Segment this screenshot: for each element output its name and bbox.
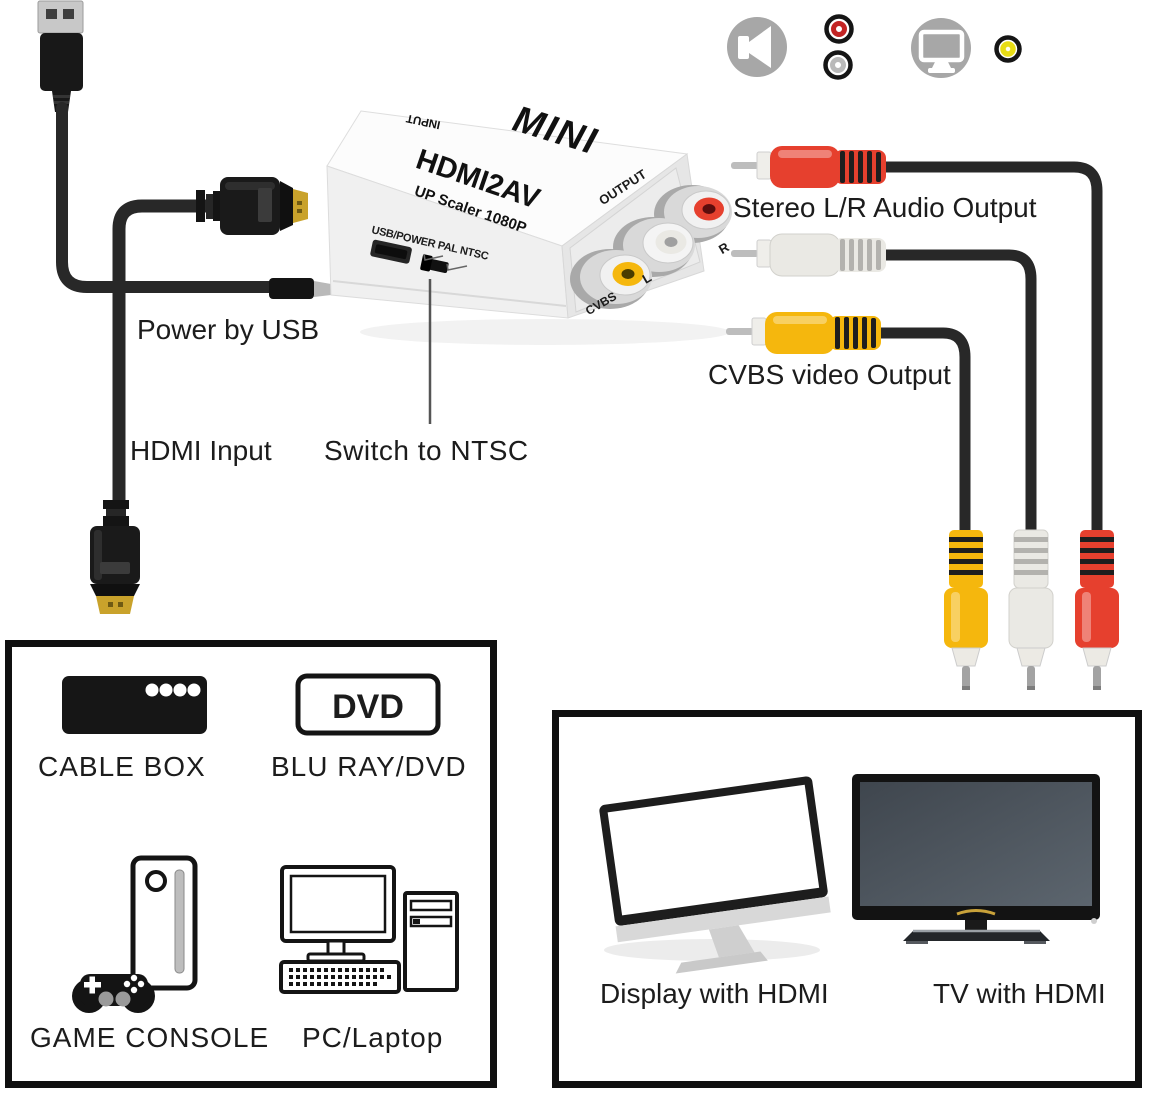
usb-power-port (370, 239, 412, 264)
power-callout: Power by USB (137, 314, 319, 345)
sources-panel-border (5, 640, 497, 1088)
game-console-label: GAME CONSOLE (30, 1022, 269, 1053)
usb-a-plug (37, 0, 84, 112)
dvd-badge-text: DVD (332, 688, 404, 726)
bluray-dvd-label: BLU RAY/DVD (271, 751, 467, 782)
yellow-cable (879, 327, 971, 532)
rca-plug-yellow (726, 312, 881, 354)
tv-hdmi-label: TV with HDMI (933, 978, 1106, 1009)
hdmi-plug-into-box (196, 177, 308, 235)
tv-icon (852, 774, 1100, 944)
monitor-icon (911, 18, 971, 78)
hdmi-plug-loose-end (90, 500, 140, 614)
rca-plug-yellow-end (944, 530, 988, 690)
rca-red-icon (824, 14, 854, 44)
displays-panel-border (552, 710, 1142, 1088)
rca-plug-red (731, 146, 886, 188)
displays-panel: Display with HDMI TV with HDMI (552, 710, 1142, 1088)
ntsc-switch-callout: Switch to NTSC (324, 435, 529, 466)
dvd-icon: DVD (295, 673, 441, 736)
switch-position-ticks (423, 253, 468, 271)
rca-plug-red-end (1075, 530, 1119, 690)
hdmi-gold-tip (293, 189, 308, 223)
red-cable (884, 161, 1103, 532)
rca-jack-video (570, 249, 652, 309)
cable-box-label: CABLE BOX (38, 751, 206, 782)
rca-white-icon (823, 50, 853, 80)
usb-plug-body (40, 33, 83, 91)
converter-box: INPUT MINI HDMI2AV UP Scaler 1080P USB/P… (326, 98, 732, 345)
speaker-icon (727, 17, 787, 77)
white-cable (884, 249, 1037, 532)
pc-laptop-label: PC/Laptop (302, 1022, 443, 1053)
display-icon (599, 776, 831, 974)
audio-output-callout: Stereo L/R Audio Output (733, 192, 1037, 223)
usb-metal-shell (37, 0, 84, 34)
rca-plug-white (731, 233, 886, 277)
sources-panel: DVD CABLE BOX BLU RAY/DVD GAME CONSOLE (5, 640, 497, 1088)
usb-power-cable (56, 102, 276, 293)
display-hdmi-label: Display with HDMI (600, 978, 829, 1009)
hdmi-gold-tip (96, 596, 134, 614)
cable-box-icon (62, 676, 207, 734)
hdmi-input-callout: HDMI Input (130, 435, 272, 466)
hdmi-cable (112, 199, 226, 507)
rca-yellow-icon (994, 35, 1022, 63)
rca-plug-white-end (1008, 529, 1054, 690)
box-shadow (360, 319, 730, 345)
game-console-icon (72, 855, 198, 1013)
video-output-callout: CVBS video Output (708, 359, 951, 390)
pc-icon (279, 865, 459, 994)
mini-usb-plug (269, 278, 339, 299)
jack-label-r: R (716, 239, 732, 257)
